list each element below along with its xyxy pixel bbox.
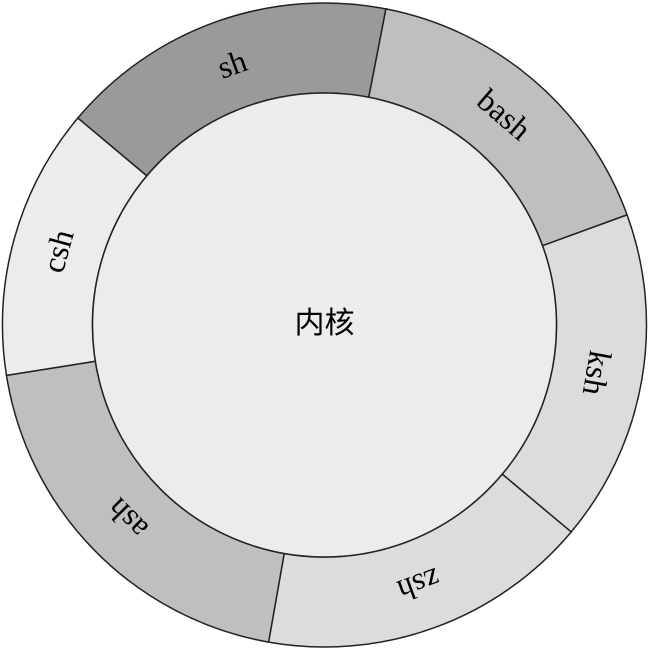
kernel-label: 内核 bbox=[295, 306, 355, 341]
segment-label-ksh: ksh bbox=[576, 348, 619, 398]
kernel-core bbox=[91, 92, 558, 558]
